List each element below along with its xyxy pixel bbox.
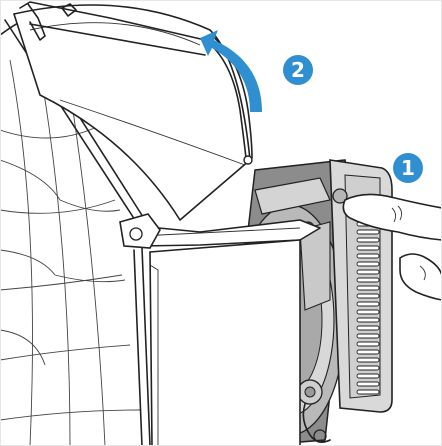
rod-holder-arm (119, 213, 321, 446)
cooling-fin (356, 325, 380, 331)
finger-icon (342, 193, 442, 301)
step-2-label: 2 (291, 58, 305, 82)
step-2-badge: 2 (283, 55, 313, 85)
cooling-fin (356, 317, 380, 323)
cooling-fin (356, 373, 380, 379)
cooling-fin (356, 301, 380, 307)
cooling-fin (356, 253, 380, 259)
cooling-fin (356, 285, 380, 291)
cooling-fin (356, 381, 380, 387)
cooling-fin (356, 365, 380, 371)
cooling-fin (356, 333, 380, 339)
cooling-fin (356, 357, 380, 363)
cooling-fin (356, 389, 380, 395)
cooling-fin (356, 229, 380, 235)
step-1-label: 1 (401, 156, 415, 180)
step-1-badge: 1 (393, 153, 423, 183)
cooling-fin (356, 341, 380, 347)
cooling-fin (356, 293, 380, 299)
cooling-fin (356, 309, 380, 315)
cooling-fin (356, 261, 380, 267)
cooling-fins (356, 221, 380, 395)
cooling-fin (356, 349, 380, 355)
cooling-fin (356, 245, 380, 251)
softbox-flap (13, 1, 253, 221)
cooling-fin (356, 237, 380, 243)
cooling-fin (356, 277, 380, 283)
curved-arrow-icon (200, 30, 262, 112)
cooling-fin (356, 269, 380, 275)
